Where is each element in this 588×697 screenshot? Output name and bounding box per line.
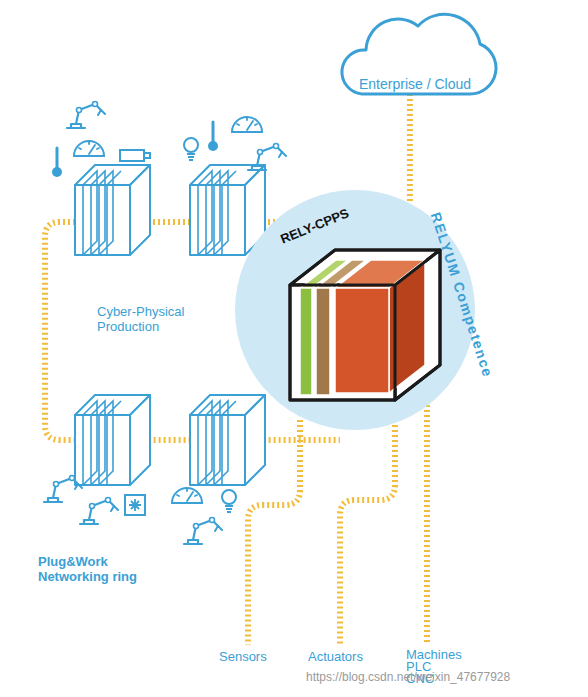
brown-slab-top xyxy=(316,260,366,288)
green-slab-top xyxy=(300,260,348,288)
fan-box xyxy=(125,495,145,515)
robot-arm-icon xyxy=(184,518,222,545)
group-label: Cyber-Physical Production xyxy=(97,304,217,334)
gauge-icon xyxy=(74,141,104,156)
robot-arm-icon xyxy=(44,476,82,503)
machine-line xyxy=(424,400,430,645)
orange-slab xyxy=(335,288,389,393)
brown-slab xyxy=(316,288,330,395)
fan-blades xyxy=(129,499,141,511)
bulb-icon xyxy=(184,138,198,160)
thermometer-icon xyxy=(208,122,218,151)
production-cube xyxy=(190,165,265,255)
io-label: Sensors xyxy=(219,649,267,664)
production-cube xyxy=(190,395,265,485)
gauge-icon xyxy=(232,117,262,132)
thermometer-icon xyxy=(52,148,62,177)
bulb-icon xyxy=(222,490,236,512)
robot-arm-icon xyxy=(80,498,118,525)
cube-outline xyxy=(290,250,440,400)
fan-icon xyxy=(125,495,145,515)
camera-lens xyxy=(144,153,150,158)
rely-cube xyxy=(290,250,440,400)
watermark: https://blog.csdn.net/weixin_47677928 xyxy=(306,670,510,684)
orange-slab-top xyxy=(335,260,425,288)
node-title: Enterprise / Cloud xyxy=(330,76,500,92)
production-cube xyxy=(75,165,150,255)
cube-front xyxy=(290,285,395,400)
cloud-node: Enterprise / Cloud xyxy=(330,4,500,104)
cube-side xyxy=(395,250,440,400)
cube-top xyxy=(290,250,440,285)
gauge-icon xyxy=(172,488,202,503)
actuator-line xyxy=(340,425,395,645)
robot-arm-icon xyxy=(248,144,286,171)
cube-slabs xyxy=(300,260,425,395)
production-cube xyxy=(75,395,150,485)
ring-label: Plug&Work Networking ring xyxy=(38,554,168,584)
orange-slab-side xyxy=(389,260,425,393)
camera-body xyxy=(120,150,144,161)
network-link xyxy=(407,94,413,203)
camera-icon xyxy=(120,150,150,161)
robot-arm-icon xyxy=(67,102,105,129)
green-slab xyxy=(300,288,312,395)
io-label: Actuators xyxy=(308,649,363,664)
